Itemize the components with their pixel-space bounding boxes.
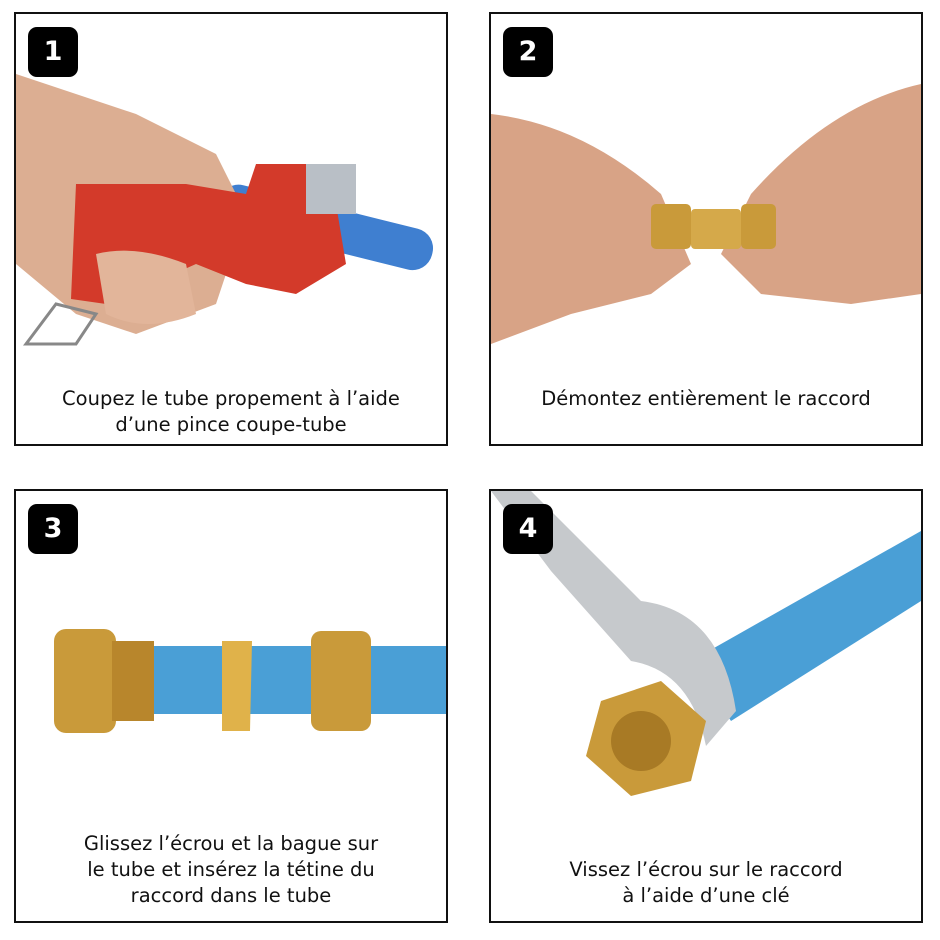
step-1-panel: 1 Coupez le tube propement à l’aide d’un… xyxy=(14,12,448,446)
step-caption: Coupez le tube propement à l’aide d’une … xyxy=(16,386,446,438)
step-caption: Vissez l’écrou sur le raccord à l’aide d… xyxy=(491,857,921,909)
disassemble-fitting-photo xyxy=(491,84,921,344)
step-number-badge: 3 xyxy=(28,504,78,554)
step-number-badge: 4 xyxy=(503,504,553,554)
step-caption: Glissez l’écrou et la bague sur le tube … xyxy=(16,831,446,909)
caption-line: Glissez l’écrou et la bague sur xyxy=(83,832,379,855)
step-4-panel: 4 Vissez l’écrou sur le raccord à l’aide… xyxy=(489,489,923,923)
caption-line: raccord dans le tube xyxy=(130,884,332,907)
caption-line: Vissez l’écrou sur le raccord xyxy=(569,858,843,881)
step-3-panel: 3 Glissez l’écrou et la bague sur le tub… xyxy=(14,489,448,923)
step-number-badge: 2 xyxy=(503,27,553,77)
caption-line: d’une pince coupe-tube xyxy=(115,413,347,436)
caption-line: le tube et insérez la tétine du xyxy=(87,858,375,881)
caption-line: Coupez le tube propement à l’aide xyxy=(62,387,400,410)
nut-ring-tube-photo xyxy=(54,629,446,733)
caption-line: Démontez entièrement le raccord xyxy=(541,387,871,410)
step-number-badge: 1 xyxy=(28,27,78,77)
wrench-tightening-photo xyxy=(491,491,921,796)
step-2-panel: 2 Démontez entièrement le raccord xyxy=(489,12,923,446)
caption-line: à l’aide d’une clé xyxy=(622,884,790,907)
step-caption: Démontez entièrement le raccord xyxy=(491,386,921,412)
pipe-cutter-photo xyxy=(16,74,434,346)
